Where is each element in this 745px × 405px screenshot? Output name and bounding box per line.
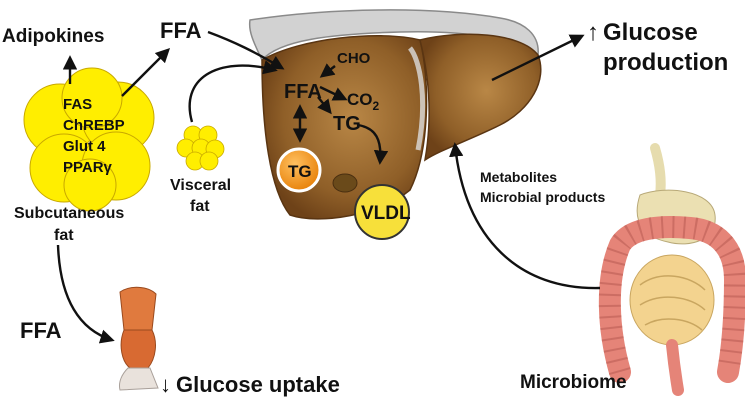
metabolites-label: Metabolites	[480, 169, 557, 185]
subcutaneous-fat-label-1: Subcutaneous	[14, 205, 124, 222]
visceral-fat-label-2: fat	[190, 198, 210, 215]
vldl-particle	[354, 184, 410, 240]
adipocyte-markers: FAS ChREBP Glut 4 PPARγ	[63, 96, 125, 176]
marker-chrebp: ChREBP	[63, 117, 125, 134]
tg-inner-label: TG	[333, 113, 361, 135]
colon	[598, 215, 745, 383]
cho-label: CHO	[337, 50, 371, 67]
microbial-products-label: Microbial products	[480, 189, 605, 205]
arrow-tg-to-vldl	[357, 123, 389, 165]
arrow-fat-to-muscle	[56, 244, 115, 344]
tg-droplet	[276, 147, 322, 193]
adipokines-label: Adipokines	[2, 26, 104, 47]
muscle-illustration	[119, 286, 159, 391]
arrow-fat-to-ffa	[121, 47, 171, 97]
marker-glut4: Glut 4	[63, 138, 106, 155]
marker-ppar-gamma: PPARγ	[63, 159, 113, 176]
gallbladder	[332, 173, 358, 193]
small-intestine	[629, 254, 715, 346]
liver-right-lobe	[419, 33, 542, 162]
glucose-uptake-label: Glucose uptake	[176, 372, 340, 397]
rectum	[666, 339, 684, 396]
visceral-fat-cluster	[176, 125, 225, 171]
co2-label: CO2	[347, 90, 380, 113]
glucose-production-line2: production	[603, 49, 728, 76]
co2-main: CO	[347, 90, 373, 109]
liver-illustration	[248, 9, 542, 220]
ffa-top-label: FFA	[160, 18, 202, 43]
arrow-liver-to-glucose-production	[491, 34, 585, 82]
arrow-ffa-to-co2	[319, 85, 348, 101]
ffa-liver-label: FFA	[284, 81, 322, 103]
microbiome-label: Microbiome	[520, 372, 627, 393]
arrow-visceral-to-liver	[188, 60, 278, 123]
glucose-uptake-arrow: ↓	[160, 372, 171, 397]
arrow-cho-to-ffa	[319, 63, 336, 78]
glucose-production-line1: Glucose	[603, 19, 698, 46]
co2-subscript: 2	[373, 99, 380, 113]
foot	[119, 367, 159, 391]
esophagus	[650, 143, 666, 200]
upper-leg	[119, 286, 157, 335]
arrow-microbiome-to-liver	[449, 142, 601, 290]
liver-fissure	[407, 46, 426, 151]
subcutaneous-fat-cluster	[23, 67, 155, 212]
calf	[120, 329, 156, 369]
subcutaneous-fat-label-2: fat	[54, 227, 74, 244]
ffa-bottom-label: FFA	[20, 318, 62, 343]
gut-illustration	[598, 143, 745, 396]
vldl-label: VLDL	[361, 203, 411, 224]
arrow-ffa-to-tg	[317, 96, 332, 115]
visceral-fat-label-1: Visceral	[170, 177, 231, 194]
glucose-production-arrow: ↑	[587, 19, 599, 46]
marker-fas: FAS	[63, 96, 92, 113]
tg-droplet-label: TG	[288, 162, 312, 181]
